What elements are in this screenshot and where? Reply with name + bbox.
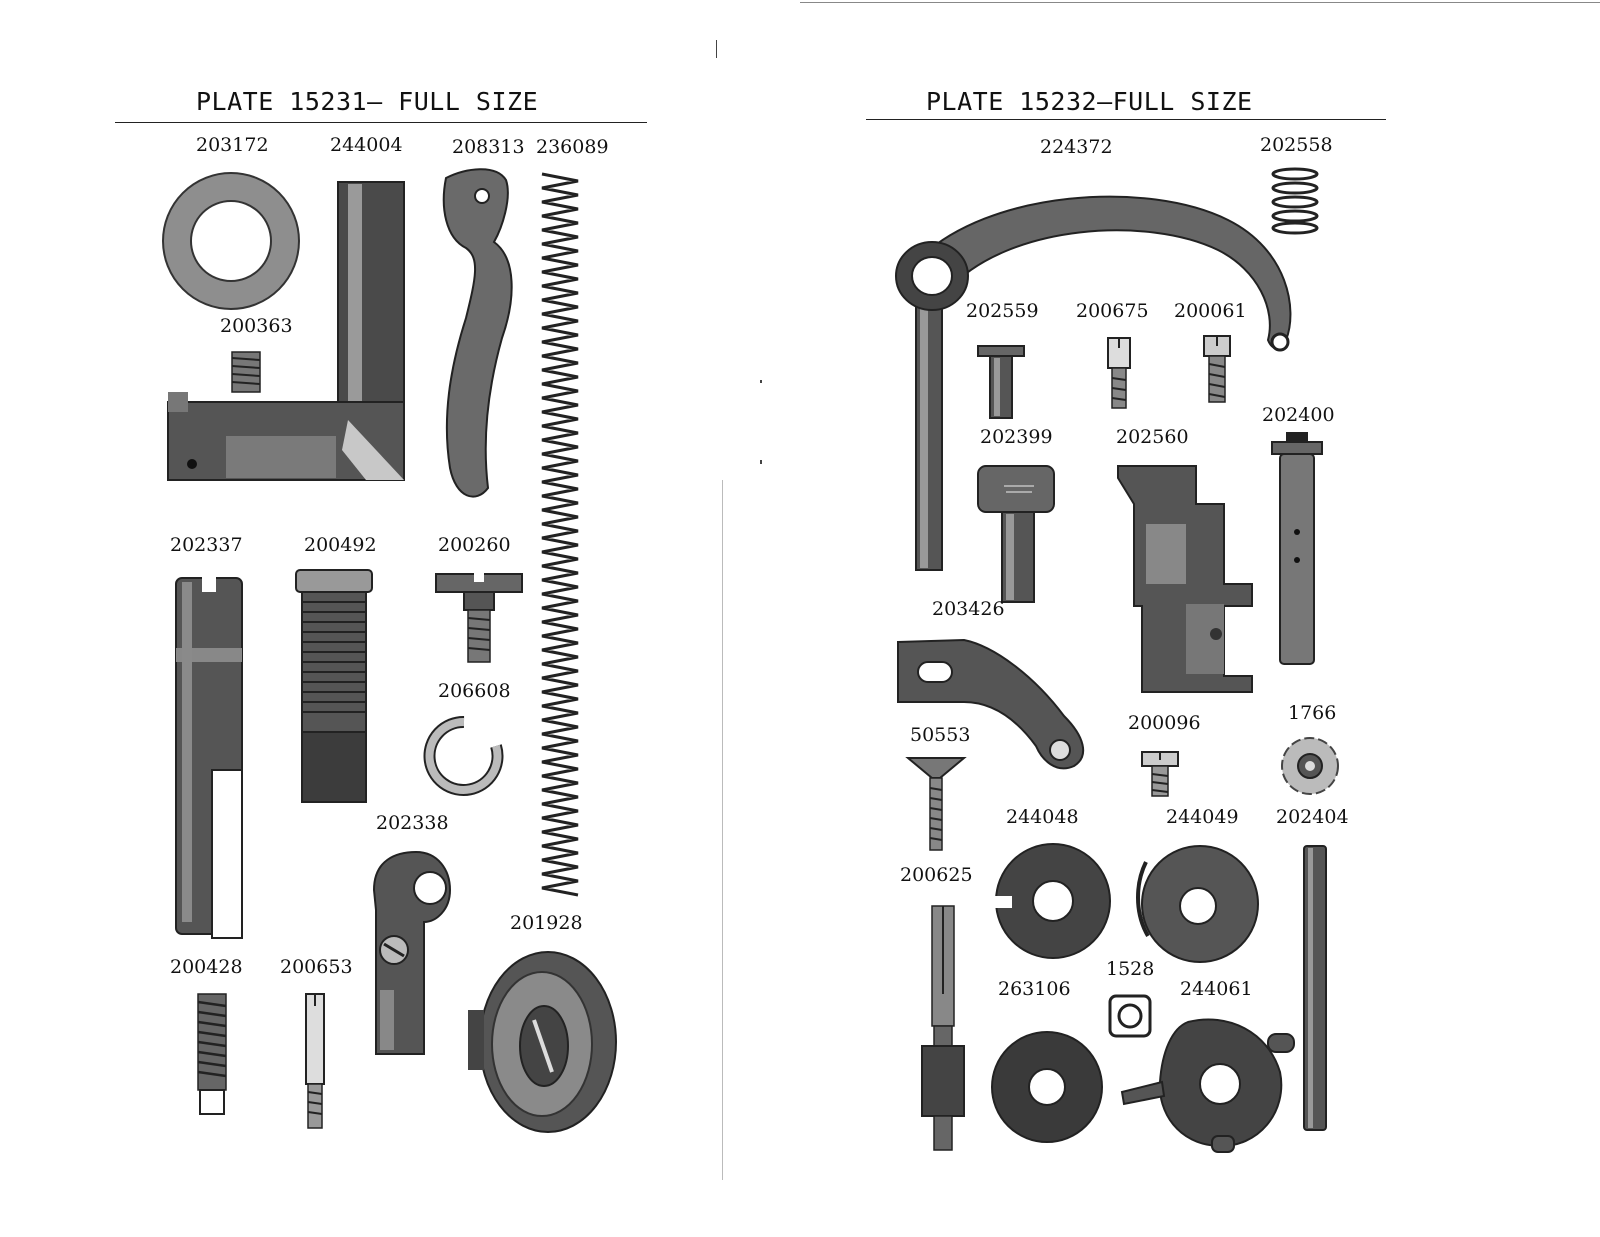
part-number-200260: 200260	[438, 534, 511, 556]
part-202399-stamped-pin	[976, 462, 1058, 606]
part-number-200428: 200428	[170, 956, 243, 978]
part-206608-split-washer	[423, 715, 504, 796]
title-rule	[115, 122, 647, 123]
part-number-202558: 202558	[1260, 134, 1333, 156]
title-rule	[866, 119, 1386, 120]
part-202559-rivet	[976, 344, 1026, 422]
part-200363-set-screw	[230, 350, 262, 394]
part-202338-clamp-collar	[366, 850, 452, 1058]
gutter-mark	[760, 380, 762, 383]
gutter-line	[722, 480, 723, 1180]
plate-title: PLATE 15231— FULL SIZE	[196, 87, 539, 116]
part-number-244061: 244061	[1180, 978, 1253, 1000]
part-number-202338: 202338	[376, 812, 449, 834]
part-number-224372: 224372	[1040, 136, 1113, 158]
part-200096-screw	[1140, 750, 1180, 800]
part-number-200625: 200625	[900, 864, 973, 886]
part-244049-tension-disc	[1132, 842, 1262, 966]
part-236089-long-spring	[538, 170, 582, 900]
part-number-200653: 200653	[280, 956, 353, 978]
part-number-202337: 202337	[170, 534, 243, 556]
right-plate: PLATE 15232—FULL SIZE 224372 202558 2025…	[800, 0, 1600, 1237]
part-202560-bracket-block	[1116, 464, 1258, 696]
page-edge	[800, 2, 1600, 3]
part-202404-rod	[1302, 844, 1328, 1134]
part-1528-square-nut	[1108, 994, 1152, 1038]
part-202400-hinge-pin	[1270, 432, 1324, 668]
part-number-244049: 244049	[1166, 806, 1239, 828]
part-number-202559: 202559	[966, 300, 1039, 322]
part-number-200061: 200061	[1174, 300, 1247, 322]
part-202337-slotted-shaft	[172, 574, 248, 940]
part-number-236089: 236089	[536, 136, 609, 158]
part-number-208313: 208313	[452, 136, 525, 158]
part-number-200492: 200492	[304, 534, 377, 556]
plate-title: PLATE 15232—FULL SIZE	[926, 87, 1253, 116]
part-1766-small-washer	[1280, 736, 1340, 796]
part-200675-screw	[1106, 336, 1132, 412]
part-244061-cam-disc	[1118, 1012, 1302, 1153]
part-201928-knurled-nut	[468, 950, 618, 1136]
part-200653-slotted-stud	[302, 992, 328, 1132]
part-number-206608: 206608	[438, 680, 511, 702]
part-number-203426: 203426	[932, 598, 1005, 620]
part-200428-threaded-pin	[194, 992, 230, 1118]
part-number-50553: 50553	[910, 724, 971, 746]
gutter-mark	[760, 460, 762, 464]
part-200061-screw	[1202, 334, 1232, 406]
part-number-244048: 244048	[1006, 806, 1079, 828]
part-244004-bracket	[166, 180, 416, 502]
left-plate: PLATE 15231— FULL SIZE 203172 244004 208…	[115, 87, 647, 1136]
part-number-201928: 201928	[510, 912, 583, 934]
part-200492-threaded-bushing	[292, 568, 376, 808]
part-number-202399: 202399	[980, 426, 1053, 448]
part-244048-tension-disc	[994, 842, 1112, 960]
part-263106-disc	[990, 1030, 1104, 1144]
gutter-mark	[716, 40, 717, 58]
part-200260-screw	[434, 570, 524, 666]
part-number-1528: 1528	[1106, 958, 1155, 980]
part-number-1766: 1766	[1288, 702, 1337, 724]
part-number-202560: 202560	[1116, 426, 1189, 448]
part-number-200675: 200675	[1076, 300, 1149, 322]
part-50553-countersunk-screw	[905, 754, 967, 854]
part-224372-curved-arm	[888, 180, 1308, 576]
part-203426-crank-arm	[894, 636, 1094, 772]
part-number-244004: 244004	[330, 134, 403, 156]
part-number-200363: 200363	[220, 315, 293, 337]
part-number-263106: 263106	[998, 978, 1071, 1000]
part-number-200096: 200096	[1128, 712, 1201, 734]
part-number-203172: 203172	[196, 134, 269, 156]
part-202558-coil-spring	[1270, 166, 1320, 235]
part-200625-stud	[918, 904, 968, 1154]
part-number-202404: 202404	[1276, 806, 1349, 828]
part-number-202400: 202400	[1262, 404, 1335, 426]
part-203172-washer	[160, 170, 302, 312]
part-208313-lever	[436, 168, 526, 504]
